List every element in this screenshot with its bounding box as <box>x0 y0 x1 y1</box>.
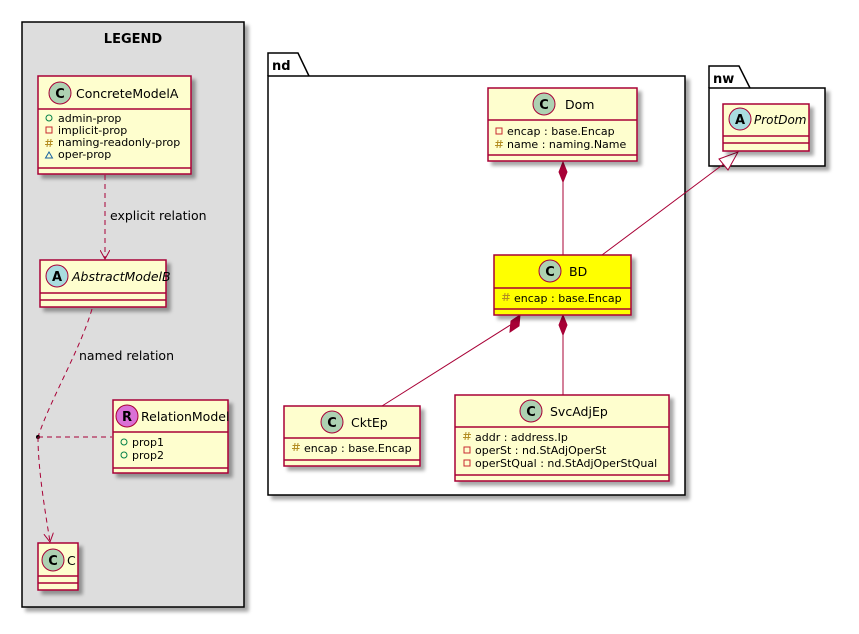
abstract-stereotype-icon <box>728 107 752 131</box>
protected-visibility-icon <box>292 442 300 452</box>
attribute: prop2 <box>132 449 164 462</box>
attribute: implicit-prop <box>58 124 127 137</box>
legend-c-class[interactable]: C C <box>37 542 79 591</box>
class-stereotype-icon <box>320 410 344 434</box>
relation-lines <box>381 151 740 407</box>
attribute: addr : address.Ip <box>475 431 568 444</box>
attribute: oper-prop <box>58 148 111 161</box>
package-name: nw <box>713 72 734 87</box>
attribute: admin-prop <box>58 112 121 125</box>
protected-visibility-icon <box>45 138 53 148</box>
class-stereotype-letter: R <box>122 410 132 425</box>
class-protdom[interactable]: A ProtDom <box>722 103 810 152</box>
composition-diamond <box>558 313 568 337</box>
legend-named-relation: named relation <box>36 308 174 542</box>
class-name: ConcreteModelA <box>76 86 179 101</box>
class-cktep[interactable]: C CktEp encap : base.Encap <box>283 405 421 467</box>
class-stereotype-letter: C <box>327 416 337 431</box>
class-name: CktEp <box>351 415 388 430</box>
class-stereotype-letter: A <box>52 270 62 285</box>
attribute: prop1 <box>132 436 164 449</box>
protected-visibility-icon <box>502 292 510 302</box>
relation-stereotype-icon <box>115 404 139 428</box>
public-visibility-icon <box>45 114 53 122</box>
class-name: AbstractModelB <box>71 269 171 284</box>
class-stereotype-icon <box>41 548 65 572</box>
protected-visibility-icon <box>463 431 471 441</box>
attribute: operSt : nd.StAdjOperSt <box>475 444 607 457</box>
class-name: Dom <box>565 97 594 112</box>
class-stereotype-letter: C <box>539 98 549 113</box>
class-name: RelationModel <box>141 409 229 424</box>
class-stereotype-icon <box>519 399 543 423</box>
public-visibility-icon <box>120 438 128 446</box>
private-visibility-icon <box>463 459 471 467</box>
package-name: nd <box>272 59 291 74</box>
class-stereotype-icon <box>532 92 556 116</box>
class-stereotype-letter: C <box>55 87 65 102</box>
public-visibility-icon <box>120 451 128 459</box>
class-stereotype-icon <box>48 81 72 105</box>
attribute: name : naming.Name <box>507 138 627 151</box>
class-stereotype-letter: A <box>735 113 745 128</box>
composition-diamond <box>509 314 521 333</box>
private-visibility-icon <box>463 446 471 454</box>
named-relation-label: named relation <box>79 348 174 363</box>
private-visibility-icon <box>495 127 503 135</box>
legend-relation-model-class[interactable]: R RelationModel prop1 prop2 <box>112 399 229 474</box>
attribute: encap : base.Encap <box>514 292 622 305</box>
class-stereotype-icon <box>538 259 562 283</box>
legend-concrete-model-class[interactable]: C ConcreteModelA admin-prop implicit-pro… <box>37 75 192 175</box>
explicit-relation-label: explicit relation <box>110 208 207 223</box>
class-name: C <box>67 553 76 568</box>
composition-diamond <box>558 160 568 184</box>
protected-visibility-icon <box>495 139 503 149</box>
class-name: BD <box>569 264 587 279</box>
inheritance-arrow <box>718 151 740 171</box>
class-stereotype-letter: C <box>526 405 536 420</box>
legend-explicit-relation: explicit relation <box>105 175 207 259</box>
attribute: naming-readonly-prop <box>58 136 180 149</box>
attribute: encap : base.Encap <box>304 442 412 455</box>
class-dom[interactable]: C Dom encap : base.Encap name : naming.N… <box>487 87 638 162</box>
class-stereotype-letter: C <box>545 265 555 280</box>
class-name: ProtDom <box>754 113 807 127</box>
legend-abstract-model-class[interactable]: A AbstractModelB <box>39 259 171 308</box>
class-stereotype-letter: C <box>48 554 58 569</box>
legend-title: LEGEND <box>104 32 163 47</box>
attribute: operStQual : nd.StAdjOperStQual <box>475 457 657 470</box>
class-name: SvcAdjEp <box>550 404 608 419</box>
abstract-stereotype-icon <box>45 264 69 288</box>
class-bd[interactable]: C BD encap : base.Encap <box>493 254 632 316</box>
attribute: encap : base.Encap <box>507 125 615 138</box>
private-visibility-icon <box>45 126 53 134</box>
package-visibility-icon <box>44 151 54 159</box>
class-svcadjep[interactable]: C SvcAdjEp addr : address.Ip operSt : nd… <box>454 394 670 482</box>
